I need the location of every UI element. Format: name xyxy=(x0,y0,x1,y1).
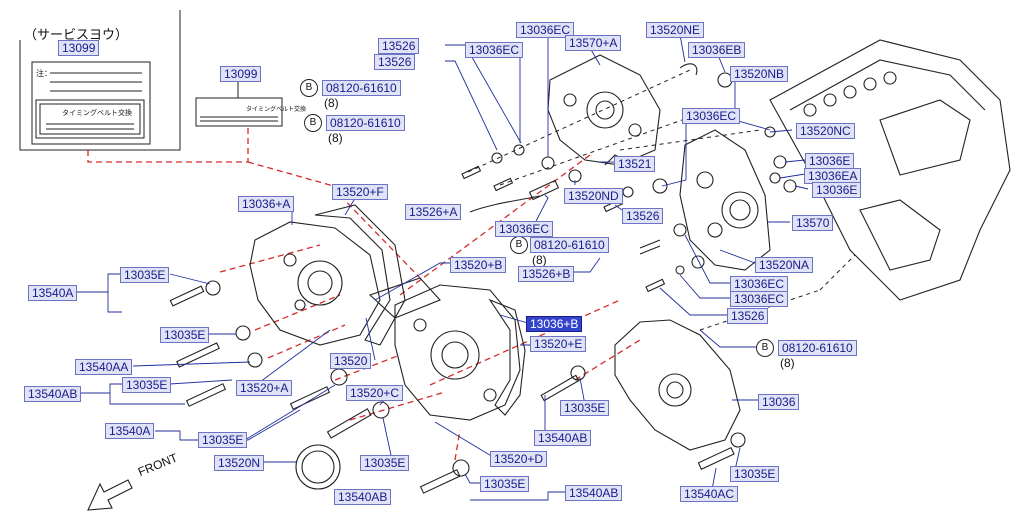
part-13036ec[interactable]: 13036EC xyxy=(465,42,524,58)
bolt-qty: (8) xyxy=(532,253,547,267)
part-13520f[interactable]: 13520+F xyxy=(332,184,388,200)
part-13540ab[interactable]: 13540AB xyxy=(565,485,623,501)
part-13035e[interactable]: 13035E xyxy=(120,267,170,283)
part-13520d[interactable]: 13520+D xyxy=(490,451,548,467)
part-13036ea[interactable]: 13036EA xyxy=(804,168,862,184)
upper-front-cover xyxy=(249,221,381,346)
part-13526[interactable]: 13526 xyxy=(622,208,664,224)
part-13520ne[interactable]: 13520NE xyxy=(646,22,705,38)
upper-rear-cover xyxy=(547,54,661,166)
service-box-title: （サービスヨウ） xyxy=(24,27,129,42)
part-13520nc[interactable]: 13520NC xyxy=(796,123,855,139)
bolt-qty: (8) xyxy=(328,131,343,145)
part-13520e[interactable]: 13520+E xyxy=(530,336,587,352)
service-label-text: タイミングベルト交換 xyxy=(62,110,132,117)
part-13520n[interactable]: 13520N xyxy=(214,455,265,471)
part-13035e[interactable]: 13035E xyxy=(122,377,172,393)
bolt-b-icon: B xyxy=(300,79,318,97)
part-13526b[interactable]: 13526+B xyxy=(518,266,575,282)
bolt-b-icon: B xyxy=(304,114,322,132)
part-13520c[interactable]: 13520+C xyxy=(346,385,404,401)
bolt-b-icon: B xyxy=(756,339,774,357)
middle-front-cover xyxy=(394,284,521,421)
part-13520b[interactable]: 13520+B xyxy=(450,257,507,273)
front-arrow-icon xyxy=(87,479,133,511)
label-sticker-text: タイミングベルト交換 xyxy=(246,107,307,113)
part-13570[interactable]: 13570 xyxy=(792,215,834,231)
part-13035e[interactable]: 13035E xyxy=(360,455,410,471)
part-13526a[interactable]: 13526+A xyxy=(405,204,462,220)
part-08120-61610[interactable]: 08120-61610 xyxy=(778,340,857,356)
engine-block xyxy=(769,39,1011,301)
lower-front-cover xyxy=(614,319,741,451)
part-13035e[interactable]: 13035E xyxy=(160,327,210,343)
part-13520[interactable]: 13520 xyxy=(330,353,372,369)
part-13540ab[interactable]: 13540AB xyxy=(534,430,592,446)
part-13521[interactable]: 13521 xyxy=(614,156,656,172)
bolt-qty: (8) xyxy=(324,96,339,110)
part-13099-label[interactable]: 13099 xyxy=(220,66,262,82)
part-13036a[interactable]: 13036+A xyxy=(238,196,295,212)
bolt-b-icon: B xyxy=(510,236,528,254)
part-13036ec[interactable]: 13036EC xyxy=(495,221,554,237)
part-13526[interactable]: 13526 xyxy=(727,308,769,324)
part-13036ec[interactable]: 13036EC xyxy=(730,276,789,292)
service-note: 注： xyxy=(36,69,52,78)
gasket-f xyxy=(314,204,406,346)
service-box-frame xyxy=(19,10,181,151)
part-13036[interactable]: 13036 xyxy=(758,394,800,410)
part-13540a[interactable]: 13540A xyxy=(105,423,155,439)
part-13540ab[interactable]: 13540AB xyxy=(334,489,392,505)
part-13540ab[interactable]: 13540AB xyxy=(24,386,82,402)
part-13520a[interactable]: 13520+A xyxy=(236,380,293,396)
part-13036ec[interactable]: 13036EC xyxy=(516,22,575,38)
red-reference-lines xyxy=(87,128,641,461)
part-08120-61610[interactable]: 08120-61610 xyxy=(326,115,405,131)
gasket-e xyxy=(488,298,526,416)
bolt-group-left xyxy=(169,280,746,494)
part-13036b-selected[interactable]: 13036+B xyxy=(526,316,583,332)
part-13520na[interactable]: 13520NA xyxy=(755,257,814,273)
oil-seal xyxy=(295,444,341,490)
part-13036e[interactable]: 13036E xyxy=(812,182,862,198)
part-08120-61610[interactable]: 08120-61610 xyxy=(530,237,609,253)
part-13526[interactable]: 13526 xyxy=(378,38,420,54)
bolt-group-upper xyxy=(461,63,797,293)
part-13036eb[interactable]: 13036EB xyxy=(688,42,746,58)
part-13526[interactable]: 13526 xyxy=(374,54,416,70)
part-13036ec[interactable]: 13036EC xyxy=(682,108,741,124)
part-13036ec[interactable]: 13036EC xyxy=(730,291,789,307)
part-13035e[interactable]: 13035E xyxy=(480,476,530,492)
timing-label-sticker xyxy=(195,97,283,127)
part-13036e[interactable]: 13036E xyxy=(805,153,855,169)
part-13520nd[interactable]: 13520ND xyxy=(564,188,623,204)
part-13570a[interactable]: 13570+A xyxy=(565,35,622,51)
black-projection-lines xyxy=(467,69,856,331)
part-13099-service[interactable]: 13099 xyxy=(58,40,100,56)
part-08120-61610[interactable]: 08120-61610 xyxy=(322,80,401,96)
part-13540aa[interactable]: 13540AA xyxy=(75,359,133,375)
part-13035e[interactable]: 13035E xyxy=(560,400,610,416)
part-13540a[interactable]: 13540A xyxy=(28,285,78,301)
service-label-card xyxy=(31,61,151,145)
part-13035e[interactable]: 13035E xyxy=(730,466,780,482)
bolt-qty: (8) xyxy=(780,356,795,370)
part-13520nb[interactable]: 13520NB xyxy=(730,66,789,82)
part-13035e[interactable]: 13035E xyxy=(198,432,248,448)
part-13540ac[interactable]: 13540AC xyxy=(680,486,739,502)
leader-lines xyxy=(75,34,809,501)
